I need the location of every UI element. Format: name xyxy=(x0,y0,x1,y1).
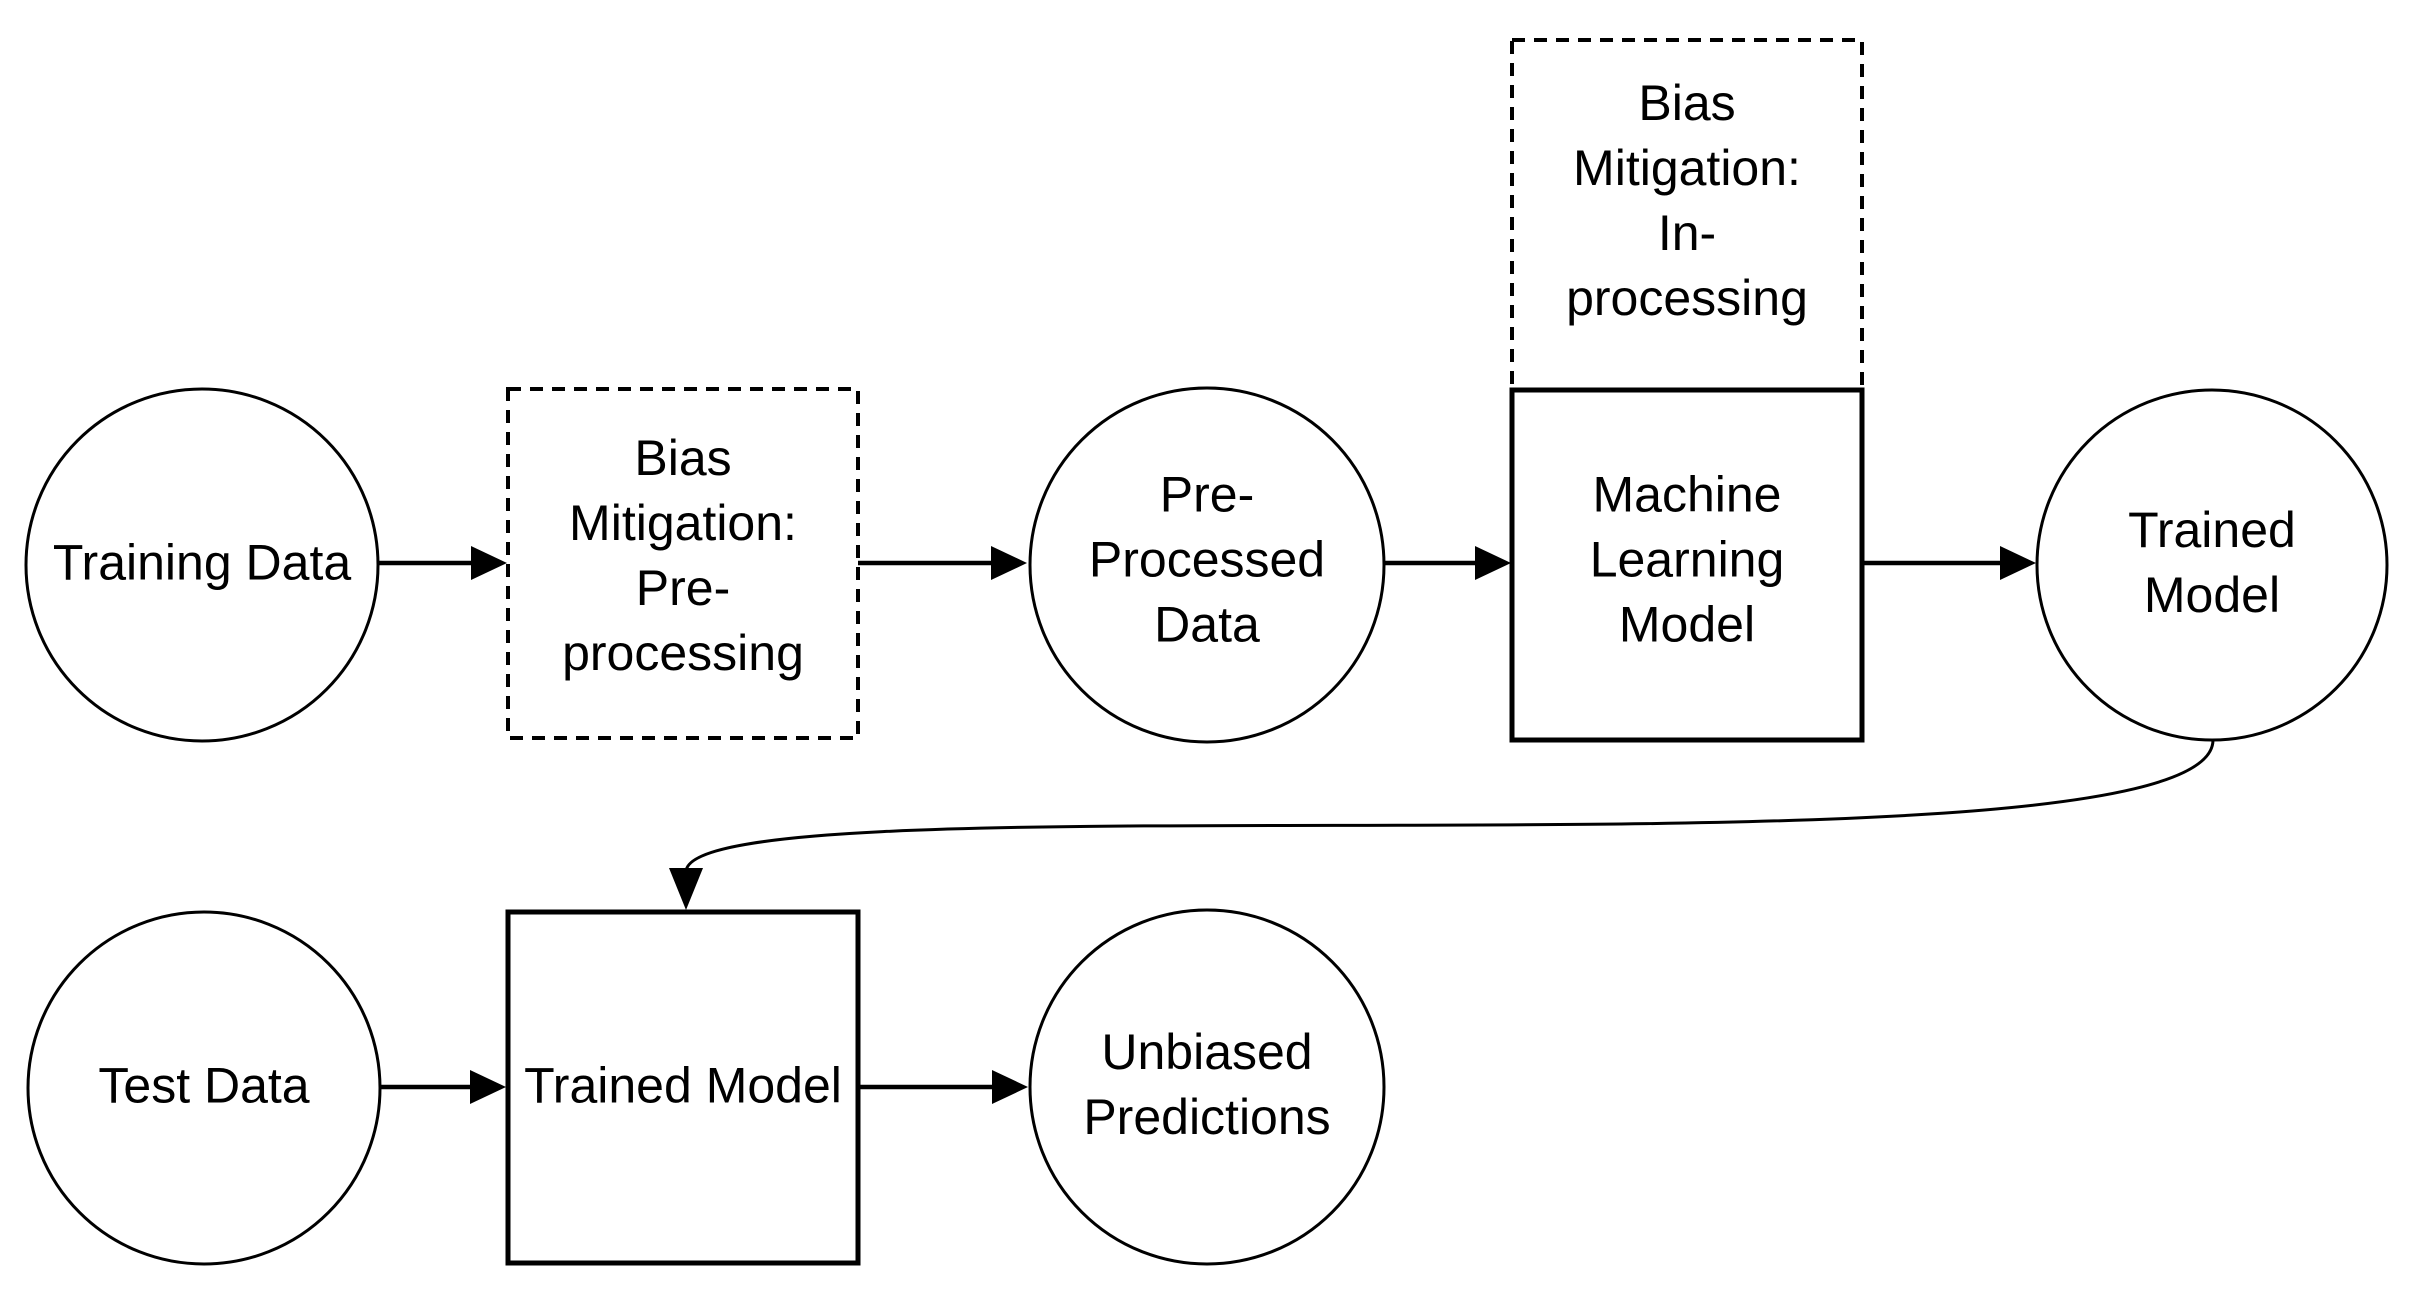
trained-model-box xyxy=(505,909,861,1266)
arrow-trainingdata-to-biaspre xyxy=(378,546,507,580)
arrow-preprocessed-to-mlmodel xyxy=(1384,546,1511,580)
bias-mitigation-preprocessing-box xyxy=(506,387,860,740)
curved-arrow-trainedmodel-to-trainedbox xyxy=(669,739,2215,910)
arrow-biaspre-to-preprocessed xyxy=(858,546,1027,580)
machine-learning-model-box xyxy=(1509,387,1865,743)
arrow-head xyxy=(471,546,507,580)
arrow-head xyxy=(2000,546,2036,580)
pre-processed-data-circle xyxy=(1028,386,1386,744)
curved-arrow-line xyxy=(684,739,2215,873)
test-data-circle xyxy=(26,910,382,1266)
arrow-head xyxy=(992,1070,1028,1104)
trained-model-circle xyxy=(2035,388,2389,742)
arrow-head xyxy=(470,1070,506,1104)
arrow-testdata-to-trainedbox xyxy=(379,1070,506,1104)
training-data-circle xyxy=(24,387,380,743)
arrow-head xyxy=(669,868,703,910)
unbiased-predictions-circle xyxy=(1028,908,1386,1266)
arrow-head xyxy=(991,546,1027,580)
bias-mitigation-inprocessing-box xyxy=(1510,38,1864,392)
arrow-trainedbox-to-predictions xyxy=(858,1070,1028,1104)
arrow-mlmodel-to-trainedmodel xyxy=(1862,546,2036,580)
arrow-head xyxy=(1475,546,1511,580)
